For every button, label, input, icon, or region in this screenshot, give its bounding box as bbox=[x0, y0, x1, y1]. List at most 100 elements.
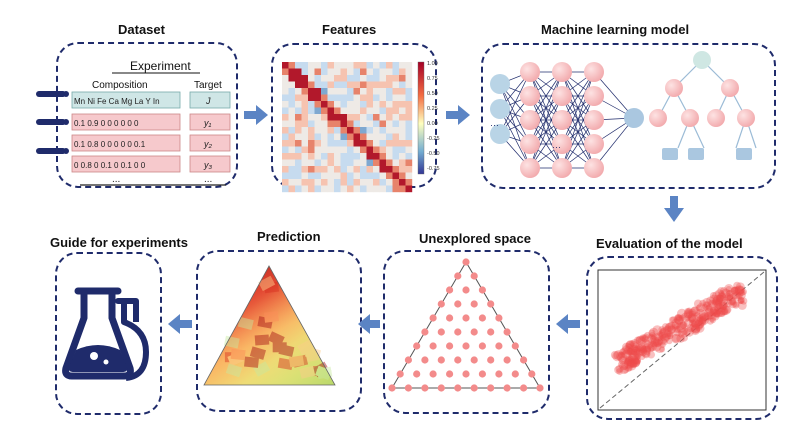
heatmap-cell bbox=[353, 75, 361, 82]
heatmap-cell bbox=[386, 179, 393, 186]
parity-point bbox=[688, 316, 695, 324]
network-node bbox=[584, 134, 604, 154]
heatmap-cell bbox=[308, 62, 315, 69]
heatmap-cell bbox=[282, 153, 289, 160]
heatmap-cell bbox=[288, 62, 296, 69]
candidate-point bbox=[421, 356, 429, 364]
parity-point bbox=[674, 313, 682, 321]
heatmap-cell bbox=[405, 140, 413, 147]
heatmap-cell bbox=[282, 120, 289, 128]
parity-point bbox=[642, 343, 652, 353]
parity-point bbox=[661, 338, 668, 346]
heatmap-cell bbox=[366, 75, 374, 82]
heatmap-cell bbox=[405, 114, 413, 121]
colorbar-tick: 0.00 bbox=[427, 121, 438, 127]
parity-point bbox=[650, 338, 660, 348]
heatmap-cell bbox=[314, 101, 322, 108]
heatmap-cell bbox=[327, 133, 335, 141]
parity-point bbox=[620, 347, 628, 355]
heatmap-cell bbox=[288, 107, 296, 115]
heatmap-cell bbox=[405, 88, 413, 95]
parity-point bbox=[626, 347, 634, 355]
parity-point bbox=[664, 329, 672, 338]
heatmap-cell bbox=[334, 159, 341, 167]
parity-point bbox=[714, 300, 723, 309]
parity-point bbox=[617, 360, 626, 369]
heatmap-cell bbox=[353, 166, 361, 173]
parity-point bbox=[694, 319, 704, 330]
heatmap-cell bbox=[301, 172, 309, 180]
parity-point bbox=[695, 316, 704, 326]
parity-point bbox=[724, 284, 734, 294]
heatmap-cell bbox=[392, 101, 400, 108]
heatmap-cell bbox=[347, 185, 354, 193]
heatmap-cell bbox=[353, 88, 361, 95]
parity-point bbox=[711, 308, 721, 318]
heatmap-cell bbox=[314, 133, 322, 141]
parity-point bbox=[690, 323, 701, 334]
heatmap-cell bbox=[282, 133, 289, 141]
parity-point bbox=[635, 335, 646, 346]
heatmap-cell bbox=[334, 101, 341, 108]
arrow-prediction-guide bbox=[168, 314, 192, 334]
parity-point bbox=[714, 309, 723, 318]
heatmap-cell bbox=[295, 75, 302, 82]
heatmap-cell bbox=[360, 68, 367, 76]
arrow-unexplored-prediction bbox=[358, 314, 380, 334]
heatmap-cell bbox=[360, 185, 367, 193]
prediction-triangle-outline bbox=[203, 265, 336, 386]
heatmap-cell bbox=[399, 81, 406, 89]
parity-point bbox=[688, 313, 699, 324]
network-dots: ··· bbox=[490, 120, 499, 130]
candidate-point bbox=[470, 328, 478, 336]
heatmap-cell bbox=[379, 133, 387, 141]
parity-point bbox=[671, 318, 682, 329]
tree-node bbox=[737, 109, 755, 127]
parity-point bbox=[693, 299, 703, 308]
parity-point bbox=[673, 314, 684, 324]
heatmap-cell bbox=[295, 153, 302, 160]
heatmap-cell bbox=[282, 81, 289, 89]
parity-point bbox=[684, 307, 692, 315]
prediction-patch bbox=[316, 366, 333, 380]
heatmap-cell bbox=[373, 172, 380, 180]
heatmap-cell bbox=[347, 159, 354, 167]
heatmap-cell bbox=[379, 153, 387, 160]
heatmap-cell bbox=[288, 159, 296, 167]
network-node bbox=[584, 110, 604, 130]
heatmap-cell bbox=[379, 75, 387, 82]
heatmap-cell bbox=[340, 101, 348, 108]
parity-point bbox=[628, 353, 637, 362]
heatmap-cell bbox=[288, 101, 296, 108]
parity-point bbox=[617, 352, 628, 363]
parity-point bbox=[697, 316, 707, 326]
heatmap-cell bbox=[334, 75, 341, 82]
heatmap-cell bbox=[340, 68, 348, 76]
heatmap-cell bbox=[392, 75, 400, 82]
heatmap-cell bbox=[366, 88, 374, 95]
candidate-point bbox=[495, 370, 503, 378]
parity-point bbox=[726, 294, 733, 302]
parity-point bbox=[650, 333, 658, 340]
heatmap-cell bbox=[347, 140, 354, 147]
network-node bbox=[520, 134, 540, 154]
heatmap-cell bbox=[379, 127, 387, 134]
parity-point bbox=[683, 318, 693, 328]
parity-point bbox=[666, 332, 673, 340]
heatmap-cell bbox=[392, 172, 400, 180]
heatmap-cell bbox=[379, 172, 387, 180]
parity-point bbox=[729, 298, 737, 305]
parity-point bbox=[662, 326, 670, 334]
parity-point bbox=[622, 366, 629, 374]
prediction-triangle bbox=[203, 265, 336, 386]
heatmap-cell bbox=[347, 107, 354, 115]
heatmap-cell bbox=[379, 146, 387, 154]
parity-point bbox=[651, 341, 662, 352]
network-edge bbox=[529, 95, 563, 169]
heatmap-cell bbox=[366, 159, 374, 167]
parity-point bbox=[633, 358, 641, 366]
heatmap-cell bbox=[295, 185, 302, 193]
parity-point bbox=[688, 308, 697, 317]
parity-point bbox=[648, 332, 656, 340]
heatmap-cell bbox=[360, 133, 367, 141]
